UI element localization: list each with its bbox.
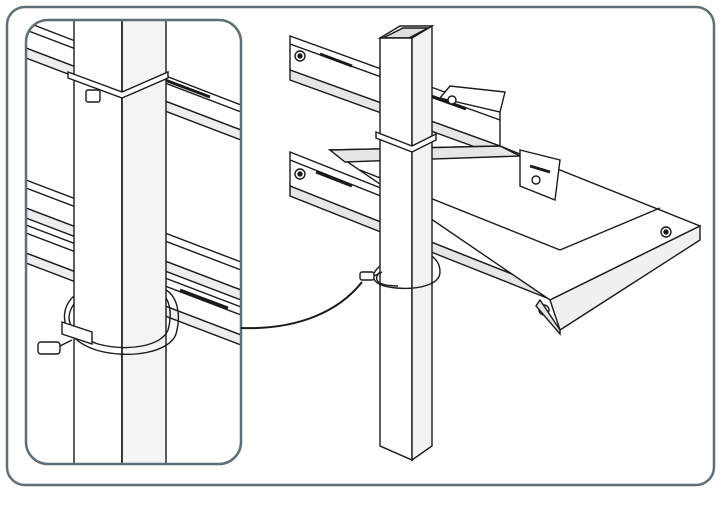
overview-assembly (289, 24, 702, 462)
detail-inset-border (24, 18, 243, 466)
leader-line (240, 281, 363, 330)
detail-lower-strap (37, 289, 180, 356)
lower-strap (359, 255, 441, 290)
overview-post (377, 24, 435, 462)
upper-strap (375, 130, 437, 153)
detail-upper-strap (67, 70, 169, 103)
detail-post (73, 20, 167, 464)
outer-frame (5, 5, 716, 487)
detail-inset (24, 18, 243, 466)
